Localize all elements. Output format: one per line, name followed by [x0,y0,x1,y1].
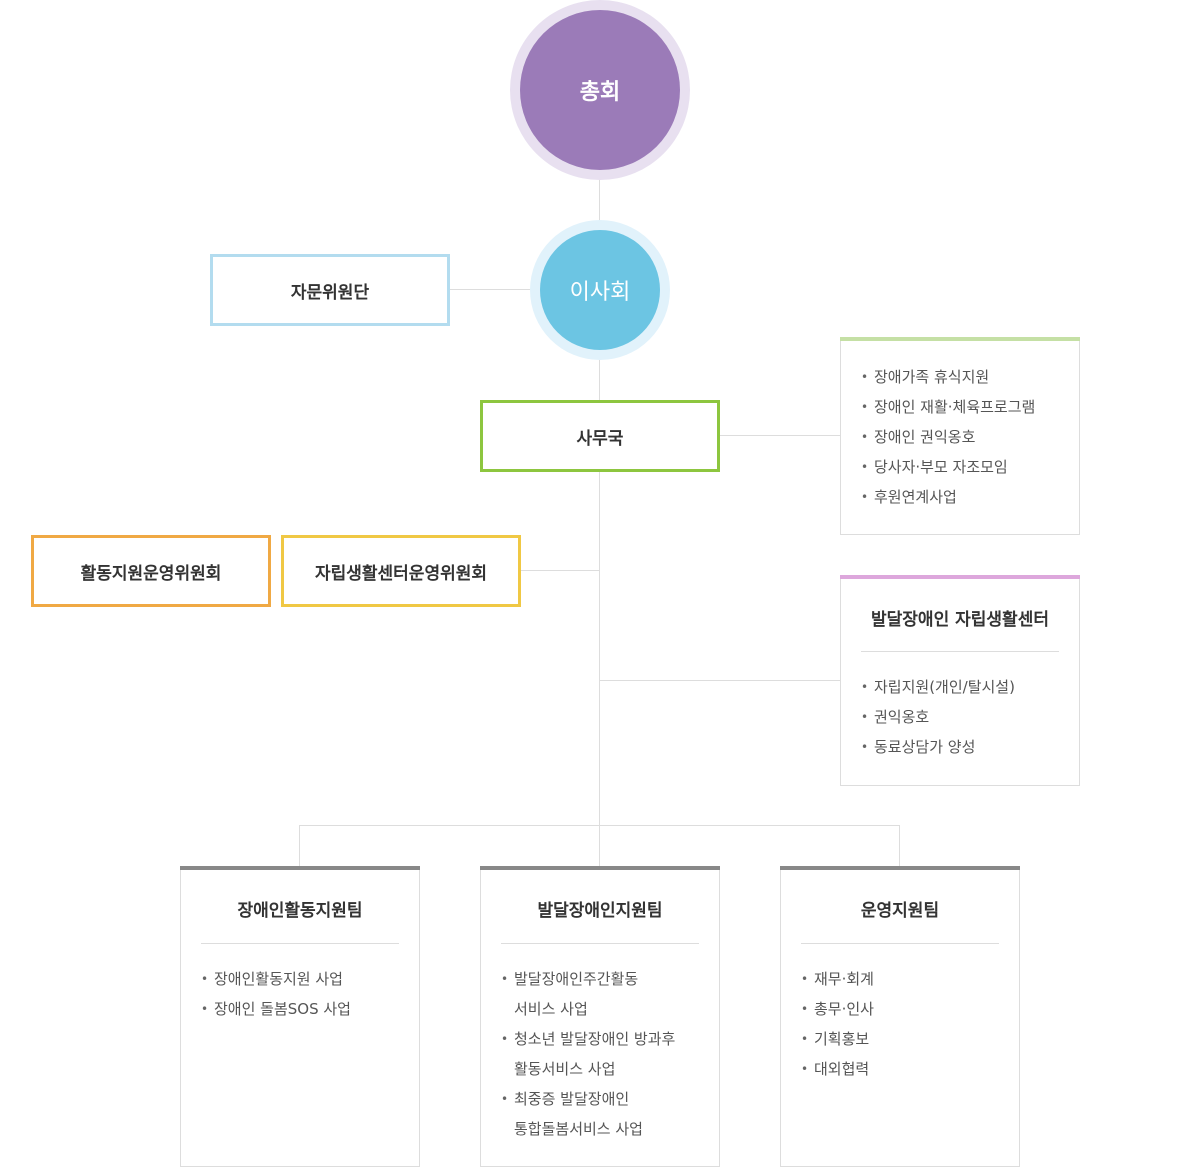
general-assembly-node: 총회 [510,0,690,180]
list-item-text: 장애인 돌봄SOS 사업 [214,1000,351,1018]
independent-living-committee-label: 자립생활센터운영위원회 [314,563,488,584]
team-items: 장애인활동지원 사업장애인 돌봄SOS 사업 [201,964,351,1024]
secretariat-label: 사무국 [576,428,624,449]
independent-living-center-bar [840,575,1080,579]
general-assembly-label: 총회 [579,80,621,105]
advisory-committee-label: 자문위원단 [290,282,370,303]
activity-support-committee-label: 활동지원운영위원회 [80,563,222,584]
list-item-continuation: 통합돌봄서비스 사업 [514,1120,643,1138]
list-item: 총무·인사 [801,994,874,1024]
list-item: 장애인활동지원 사업 [201,964,351,994]
list-item: 자립지원(개인/탈시설) [861,672,1015,702]
independent-living-center-title: 발달장애인 자립생활센터 [871,610,1049,630]
secretariat-services-panel: 장애가족 휴식지원장애인 재활·체육프로그램장애인 권익옹호당사자·부모 자조모… [840,337,1080,535]
connector-assembly-board [599,180,600,230]
connector-team-3 [899,825,900,866]
connector-team-1 [299,825,300,866]
list-item-text: 총무·인사 [814,1000,874,1018]
team-panel-activity-support: 장애인활동지원팀 장애인활동지원 사업장애인 돌봄SOS 사업 [180,866,420,1167]
list-item-text: 재무·회계 [814,970,874,988]
team-divider [801,943,999,944]
list-item: 장애인 돌봄SOS 사업 [201,994,351,1024]
list-item-text: 장애인활동지원 사업 [214,970,343,988]
list-item-continuation: 활동서비스 사업 [514,1060,616,1078]
independent-living-committee-box: 자립생활센터운영위원회 [281,535,521,607]
connector-center [600,680,840,681]
secretariat-services-bar [840,337,1080,341]
connector-advisory-board [450,289,530,290]
team-title: 발달장애인지원팀 [537,901,663,921]
team-bar [480,866,720,870]
list-item: 장애가족 휴식지원 [861,362,1035,392]
connector-board-secretariat [599,360,600,400]
team-title: 장애인활동지원팀 [237,901,363,921]
list-item-text: 청소년 발달장애인 방과후 [514,1030,676,1048]
board-circle: 이사회 [540,230,660,350]
team-panel-operations-support: 운영지원팀 재무·회계총무·인사기획홍보대외협력 [780,866,1020,1167]
list-item: 동료상담가 양성 [861,732,1015,762]
advisory-committee-box: 자문위원단 [210,254,450,326]
team-items: 재무·회계총무·인사기획홍보대외협력 [801,964,874,1084]
independent-living-center-divider [861,651,1059,652]
board-label: 이사회 [569,280,631,305]
list-item-text: 대외협력 [814,1060,870,1078]
independent-living-center-panel: 발달장애인 자립생활센터 자립지원(개인/탈시설)권익옹호동료상담가 양성 [840,575,1080,786]
secretariat-box: 사무국 [480,400,720,472]
list-item-text: 기획홍보 [814,1030,870,1048]
connector-secretariat-services [720,435,840,436]
independent-living-center-list: 자립지원(개인/탈시설)권익옹호동료상담가 양성 [861,672,1015,762]
list-item: 대외협력 [801,1054,874,1084]
team-bar [780,866,1020,870]
team-bar [180,866,420,870]
team-divider [201,943,399,944]
connector-committees [521,570,600,571]
list-item: 기획홍보 [801,1024,874,1054]
list-item-text: 발달장애인주간활동 [514,970,639,988]
team-title: 운영지원팀 [860,901,940,921]
list-item-continuation: 서비스 사업 [514,1000,588,1018]
connector-main-trunk [599,472,600,866]
activity-support-committee-box: 활동지원운영위원회 [31,535,271,607]
list-item-text: 최중증 발달장애인 [514,1090,630,1108]
general-assembly-circle: 총회 [520,10,680,170]
list-item: 장애인 재활·체육프로그램 [861,392,1035,422]
team-divider [501,943,699,944]
board-node: 이사회 [530,220,670,360]
list-item: 후원연계사업 [861,482,1035,512]
list-item: 장애인 권익옹호 [861,422,1035,452]
list-item: 권익옹호 [861,702,1015,732]
connector-teams-horizontal [299,825,900,826]
secretariat-services-list: 장애가족 휴식지원장애인 재활·체육프로그램장애인 권익옹호당사자·부모 자조모… [861,362,1035,512]
list-item: 당사자·부모 자조모임 [861,452,1035,482]
list-item: 재무·회계 [801,964,874,994]
